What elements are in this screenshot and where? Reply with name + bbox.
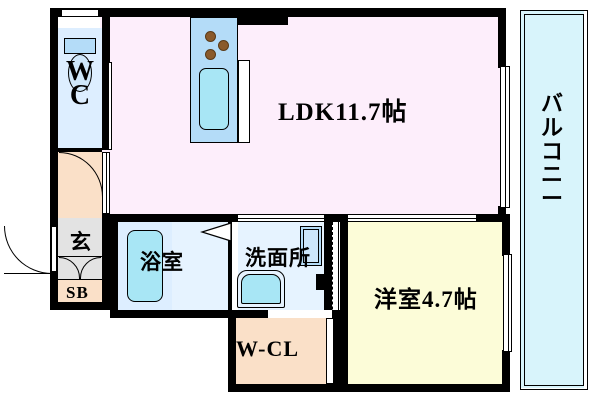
door-sill-entrance — [4, 273, 52, 274]
wall-bath-washroom — [228, 222, 232, 310]
balcony-char-2: ル — [540, 114, 563, 140]
wall-bedroom-right-top — [502, 214, 510, 256]
sash-line-ldk — [505, 66, 506, 208]
kitchen-sink — [199, 68, 229, 130]
wall-hall-right-lower — [102, 214, 110, 310]
door-arc-entrance — [4, 226, 52, 274]
toilet-label-char-2: C — [69, 79, 91, 111]
room-label-bedroom: 洋室4.7帖 — [374, 287, 478, 312]
room-label-entrance: 玄 — [70, 230, 92, 254]
toilet-label-char-1: W — [66, 56, 94, 87]
wall-left-outer — [50, 8, 58, 310]
wall-washroom-right-bottom — [324, 290, 332, 310]
wall-closet-left — [228, 310, 236, 392]
room-label-closet: W-CL — [236, 336, 300, 361]
wall-washroom-right — [324, 222, 332, 274]
wall-hall-bottom — [50, 302, 110, 310]
room-label-ldk: LDK11.7帖 — [278, 99, 408, 126]
stove-burner-3 — [205, 49, 216, 60]
wall-bedroom-left — [340, 214, 348, 392]
door-frame-entrance-bottom — [50, 272, 58, 280]
door-toilet[interactable] — [104, 70, 109, 142]
sliding-door-bedroom-balcony[interactable] — [503, 254, 512, 352]
mirror-cabinet-inner — [303, 229, 319, 263]
sash-line-bedroom-ldk — [348, 218, 476, 219]
wall-washroom-bottom — [228, 310, 268, 318]
door-corridor-bedroom-edge — [338, 222, 339, 384]
toilet-door-white — [59, 152, 102, 197]
door-arc-genkan-left — [59, 257, 80, 279]
wall-closet-bottom — [228, 384, 340, 392]
room-label-washroom: 洗面所 — [245, 246, 311, 270]
room-fill-bedroom — [348, 220, 506, 390]
stove-burner-1 — [205, 31, 216, 42]
balcony-char-4: ニ — [540, 162, 563, 188]
window-toilet-top — [62, 10, 98, 16]
sash-line-hall — [106, 152, 107, 214]
sash-line-washroom — [238, 218, 324, 219]
door-corridor-bedroom[interactable] — [332, 222, 340, 384]
balcony-char-1: バ — [540, 91, 563, 116]
toilet-floor-line — [58, 150, 102, 151]
wall-washroom-right-lower — [316, 274, 332, 290]
sliding-door-closet[interactable] — [326, 318, 334, 384]
wall-top — [50, 8, 506, 17]
genkan-step-line — [58, 279, 102, 280]
toilet-bowl — [68, 54, 92, 92]
room-fill-balcony — [520, 10, 584, 388]
balcony-char-5: ー — [540, 186, 563, 211]
balcony-char-3: コ — [540, 138, 563, 164]
wall-bedroom-top-right — [476, 214, 510, 222]
wall-bath-left — [110, 214, 118, 318]
wall-kitchen-stub — [238, 17, 288, 25]
stove-burner-2 — [218, 40, 229, 51]
room-fill-ldk — [100, 8, 506, 216]
toilet-tank — [64, 38, 96, 54]
room-label-balcony: バ ル コ ニ ー — [532, 92, 572, 211]
genkan-door-line — [58, 256, 102, 257]
balcony-outline — [520, 10, 588, 390]
wall-bath-bottom — [110, 310, 232, 318]
room-label-shoebox: SB — [66, 283, 89, 302]
door-toilet-frame — [108, 62, 112, 150]
wall-hall-ldk — [102, 8, 110, 150]
room-label-bath: 浴室 — [140, 250, 184, 274]
door-frame-entrance-top — [50, 218, 58, 226]
door-arc-toilet — [59, 152, 103, 198]
wall-bedroom-bottom — [340, 384, 510, 392]
bathtub — [127, 230, 163, 302]
door-washroom-symbol — [200, 222, 232, 242]
wall-bedroom-right-bottom — [502, 350, 510, 392]
wash-basin — [241, 274, 281, 304]
kitchen-side-panel — [238, 60, 250, 143]
room-fill-closet — [228, 318, 332, 390]
sash-line-bedroom — [508, 254, 509, 352]
door-arc-genkan-right — [80, 257, 101, 279]
wall-ldk-right — [498, 8, 506, 68]
balcony-inner-outline — [524, 14, 584, 386]
wall-closet-right — [332, 310, 340, 392]
wash-basin-counter — [237, 270, 285, 308]
